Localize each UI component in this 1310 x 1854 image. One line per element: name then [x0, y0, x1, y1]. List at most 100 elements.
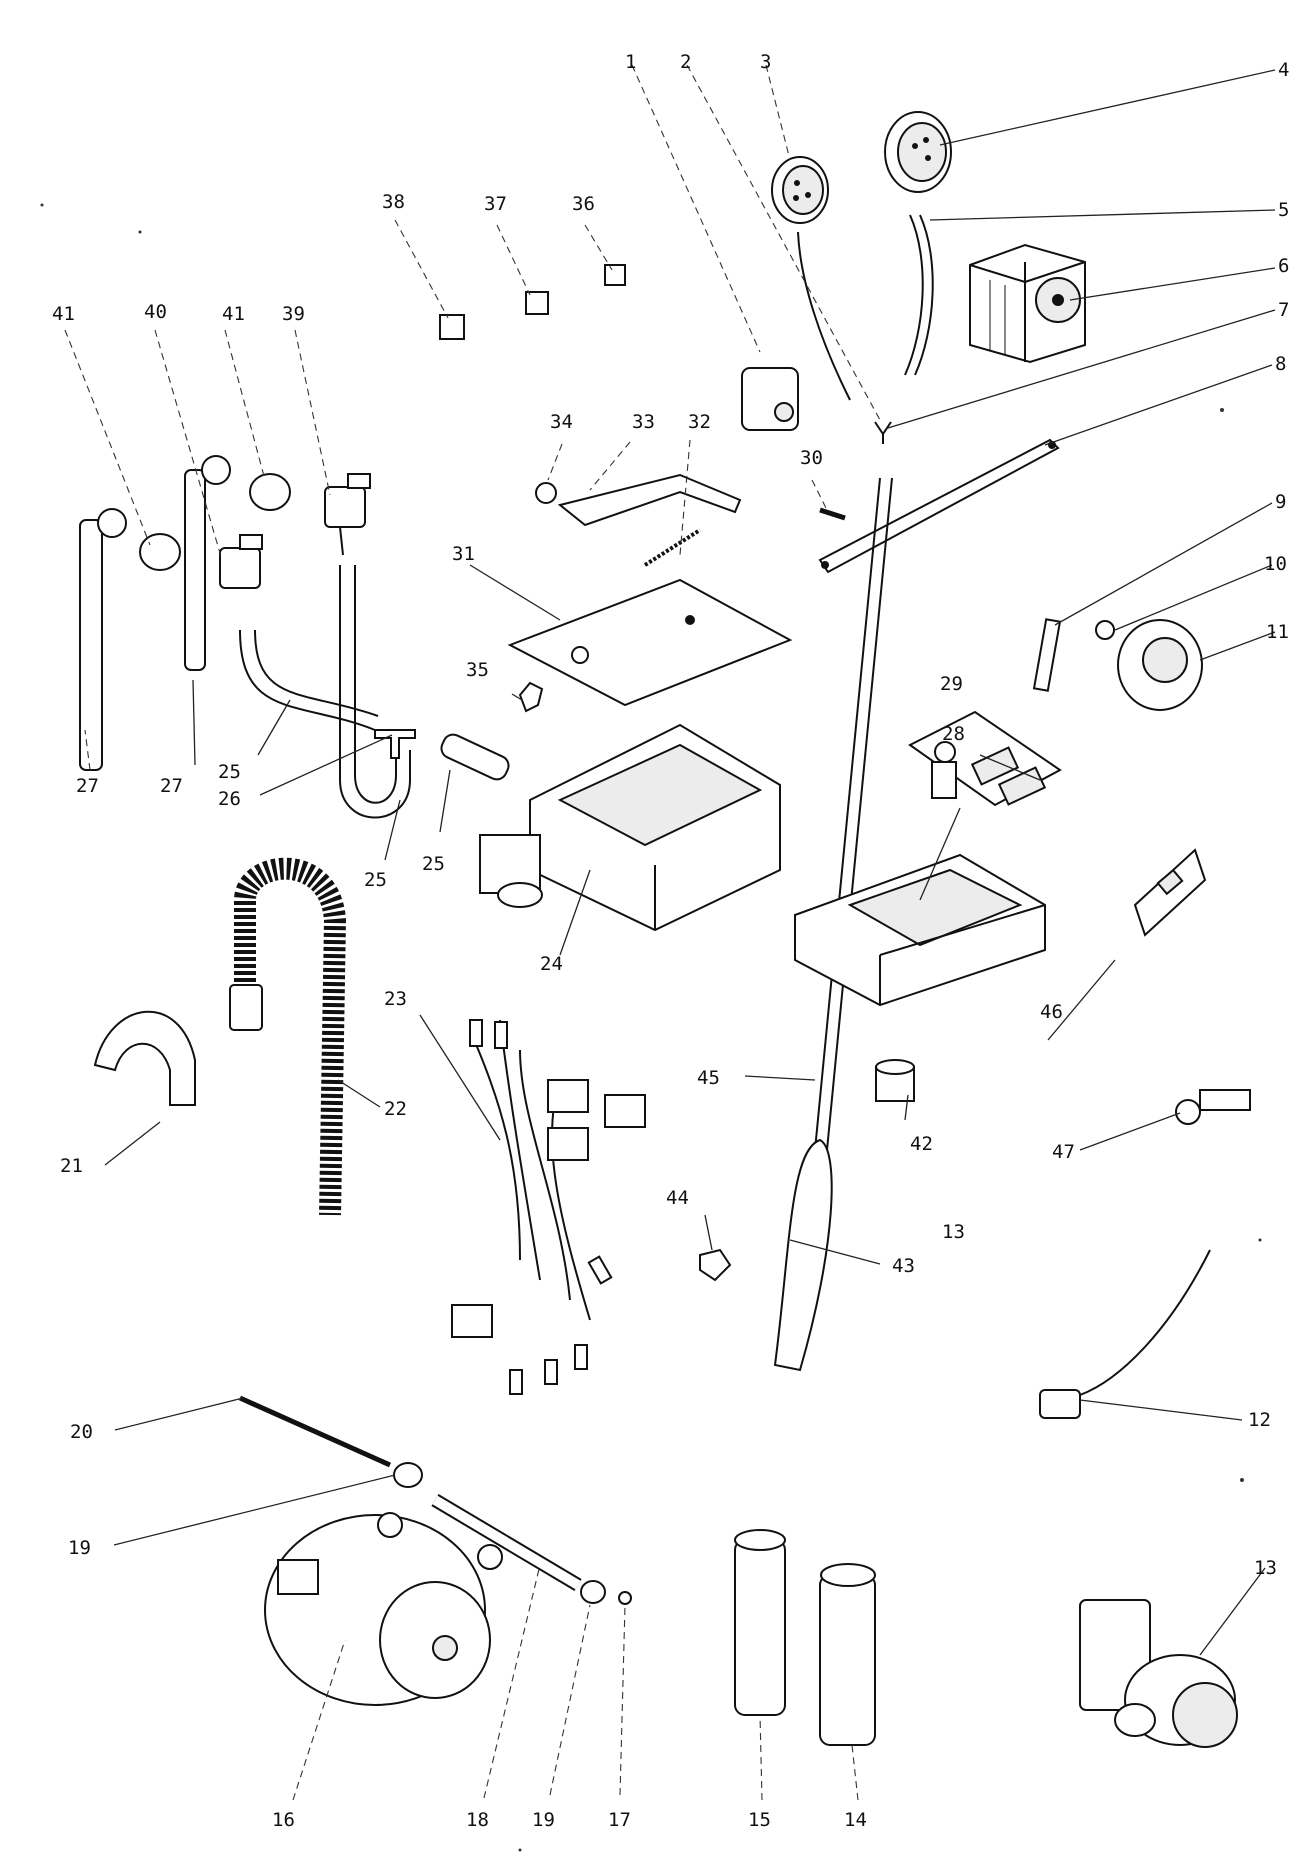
- part-6-timer: [969, 243, 1086, 364]
- part-26-tee: [374, 729, 416, 759]
- callout-16: 16: [272, 1809, 295, 1831]
- callout-30: 30: [800, 447, 823, 469]
- part-11-disc: [1117, 619, 1203, 711]
- callout-19-left: 19: [68, 1537, 91, 1559]
- part-2-tube: [797, 231, 851, 401]
- callout-25-mid: 25: [364, 869, 387, 891]
- part-40-valve: [219, 534, 263, 589]
- part-19-bush-top: [393, 1462, 423, 1488]
- part-43-element: [773, 1138, 833, 1372]
- leader-lines: [64, 64, 1276, 1801]
- part-22-drain-hose: [234, 857, 347, 1216]
- callout-13-right: 13: [1254, 1557, 1277, 1579]
- part-34-clip: [535, 482, 557, 504]
- callout-31: 31: [452, 543, 475, 565]
- callout-40: 40: [144, 301, 167, 323]
- callout-41-left: 41: [52, 303, 75, 325]
- part-25-hose-c: [440, 733, 510, 781]
- callout-18: 18: [466, 1809, 489, 1831]
- part-27-hose-mid: [184, 455, 231, 671]
- callout-33: 33: [632, 411, 655, 433]
- part-9-latch: [1032, 618, 1062, 692]
- callout-15: 15: [748, 1809, 771, 1831]
- callout-7: 7: [1278, 299, 1289, 321]
- part-10-knob: [1095, 620, 1115, 640]
- callout-44: 44: [666, 1187, 689, 1209]
- part-44-clip: [699, 1248, 732, 1282]
- part-12-cord: [1079, 1249, 1211, 1396]
- callout-25-right: 25: [422, 853, 445, 875]
- callout-41-right: 41: [222, 303, 245, 325]
- part-4-pressure-switch: [884, 111, 952, 193]
- part-12-plug: [1039, 1389, 1081, 1419]
- part-15-capacitor: [734, 1529, 786, 1716]
- callout-37: 37: [484, 193, 507, 215]
- callout-2: 2: [680, 51, 691, 73]
- part-1-relay: [741, 367, 799, 431]
- callout-34: 34: [550, 411, 573, 433]
- callout-6: 6: [1278, 255, 1289, 277]
- callout-39: 39: [282, 303, 305, 325]
- callout-8: 8: [1275, 353, 1286, 375]
- callout-24: 24: [540, 953, 563, 975]
- callout-22: 22: [384, 1098, 407, 1120]
- callout-45: 45: [697, 1067, 720, 1089]
- callout-14: 14: [844, 1809, 867, 1831]
- part-13-pump: [1079, 1599, 1238, 1748]
- part-46-board: [1133, 848, 1207, 937]
- part-8-strip: [818, 438, 1060, 574]
- callout-10: 10: [1264, 553, 1287, 575]
- callout-29: 29: [940, 673, 963, 695]
- callout-1: 1: [625, 51, 636, 73]
- callout-47: 47: [1052, 1141, 1075, 1163]
- part-33-lever: [557, 473, 742, 527]
- part-3-pressure-switch: [771, 156, 829, 224]
- callout-11: 11: [1266, 621, 1289, 643]
- callout-19-bottom: 19: [532, 1809, 555, 1831]
- callout-4: 4: [1278, 59, 1289, 81]
- callout-23: 23: [384, 988, 407, 1010]
- callout-13-mid: 13: [942, 1221, 965, 1243]
- callout-12: 12: [1248, 1409, 1271, 1431]
- callout-26: 26: [218, 788, 241, 810]
- callout-3: 3: [760, 51, 771, 73]
- part-24-box: [479, 723, 781, 932]
- part-27-hose-left: [79, 508, 127, 771]
- part-7-connector: [874, 421, 892, 444]
- part-32-spring: [643, 528, 702, 567]
- part-29-panel: [908, 710, 1062, 807]
- callout-17: 17: [608, 1809, 631, 1831]
- callout-36: 36: [572, 193, 595, 215]
- part-5-hose: [904, 214, 924, 376]
- callout-27-left: 27: [76, 775, 99, 797]
- part-31-plate: [507, 578, 793, 707]
- part-23-harness: [451, 1019, 646, 1395]
- callout-28: 28: [942, 723, 965, 745]
- callout-38: 38: [382, 191, 405, 213]
- part-16-motor: [264, 1512, 503, 1706]
- callout-5: 5: [1278, 199, 1289, 221]
- callout-42: 42: [910, 1133, 933, 1155]
- part-19-bush-bottom: [580, 1580, 606, 1604]
- part-25-hose-a: [239, 629, 376, 731]
- callout-27-mid: 27: [160, 775, 183, 797]
- part-14-capacitor: [819, 1563, 876, 1746]
- scan-specks: [40, 203, 1262, 1852]
- part-35-fitting: [518, 681, 544, 713]
- part-25-hose-b: [339, 565, 411, 819]
- callout-labels: 1 2 3 4 5 6 7 8 9 10 11 12 13 13 14 15 1…: [52, 51, 1289, 1831]
- part-41-nut-left: [139, 533, 181, 571]
- part-20-shaft: [238, 1395, 392, 1468]
- callout-25-left: 25: [218, 761, 241, 783]
- callout-20: 20: [70, 1421, 93, 1443]
- callout-21: 21: [60, 1155, 83, 1177]
- part-30-pin: [819, 507, 846, 521]
- part-45-rod: [814, 477, 881, 1151]
- part-38-switch: [439, 314, 465, 340]
- part-47-terminal: [1175, 1089, 1251, 1125]
- part-42-bushing: [875, 1059, 915, 1102]
- callout-46: 46: [1040, 1001, 1063, 1023]
- callout-35: 35: [466, 659, 489, 681]
